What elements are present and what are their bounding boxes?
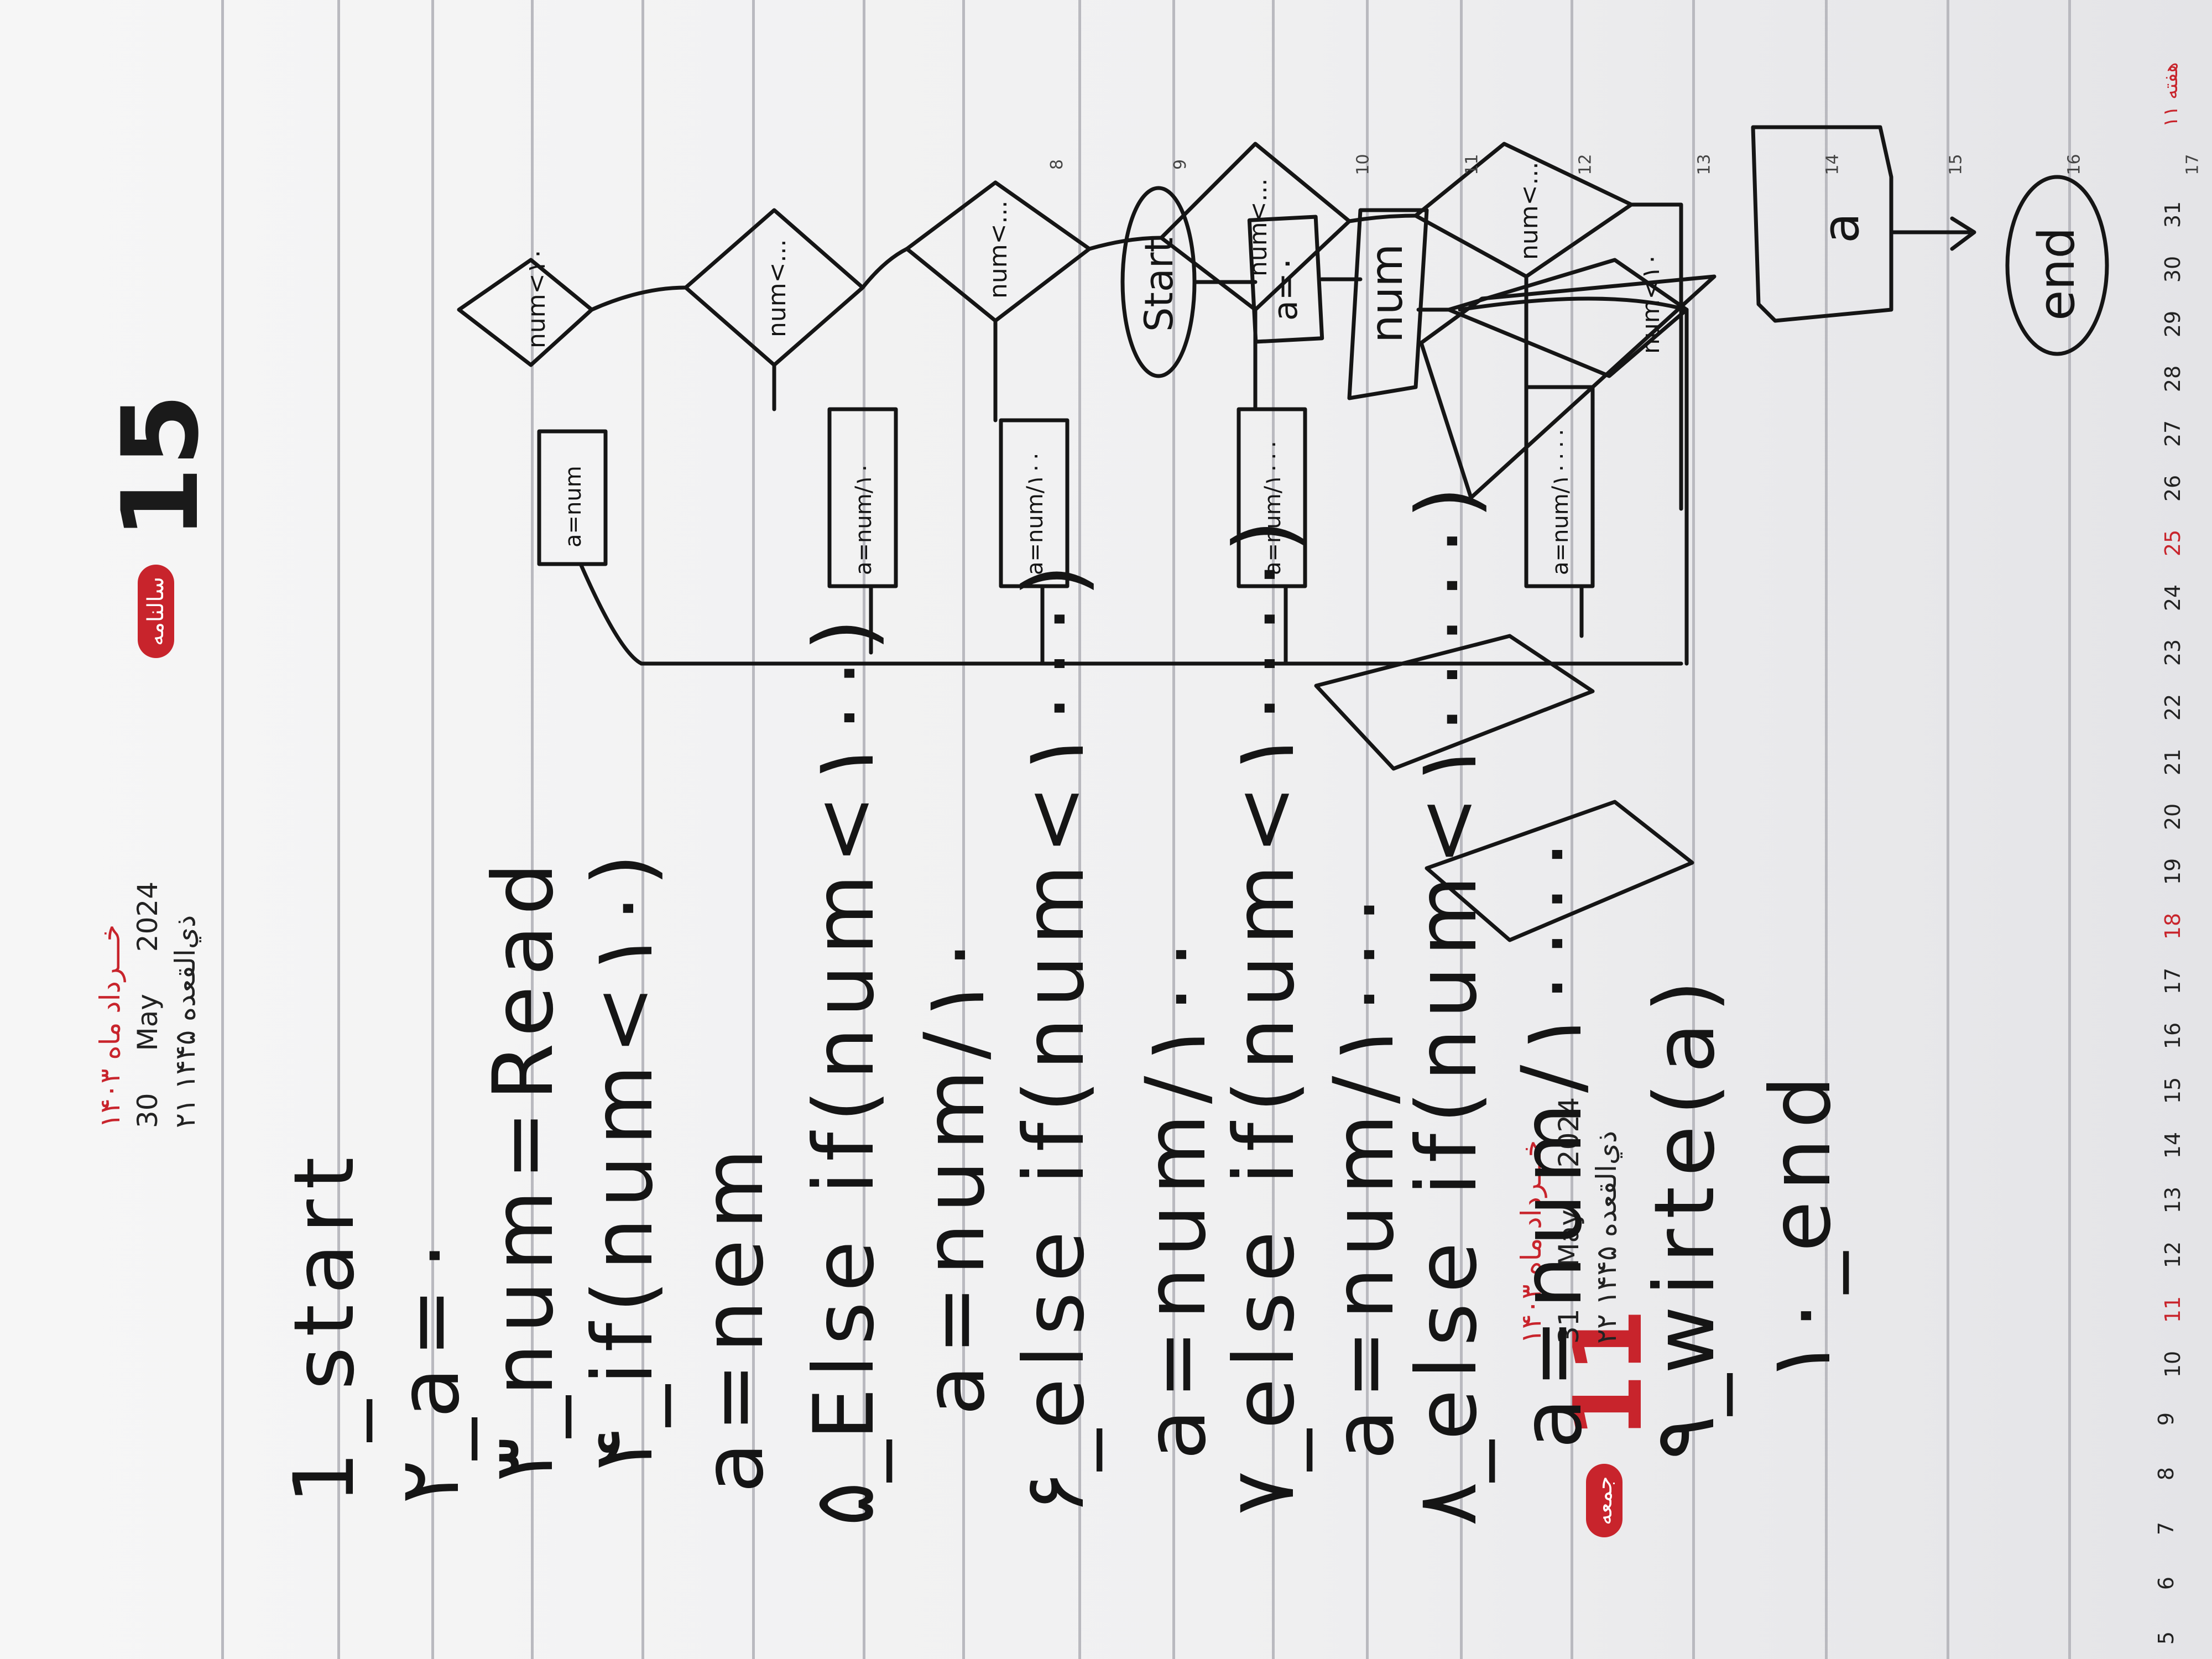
ruled-line [1692,0,1695,1659]
calendar-day: 5 [2154,1631,2179,1645]
action-4-label: a=num/۱۰۰۰ [1260,439,1286,575]
line-number: 9 [1171,159,1191,170]
ruled-line [1366,0,1369,1659]
decision-label-2: num<... [763,239,791,337]
calendar-day: 6 [2154,1576,2179,1590]
calendar-day: 22 [2161,693,2185,721]
ruled-line [337,0,340,1659]
ruled-line [1947,0,1949,1659]
decision-2b [1425,800,1694,942]
ruled-line [1460,0,1463,1659]
end-label: end [2028,227,2086,321]
calendar-day: 14 [2161,1131,2185,1159]
calendar-day: 18 [2161,912,2185,940]
ruled-line [221,0,224,1659]
calendar-day: 27 [2161,420,2185,447]
calendar-day: 24 [2161,584,2185,612]
line-number: 17 [2183,154,2203,175]
output-shape [1751,125,1893,323]
calendar-day: 28 [2161,365,2185,393]
action-box-3 [999,418,1070,588]
decision-label-3: num<... [984,201,1013,299]
line-number: 16 [2064,154,2084,175]
action-2-label: a=num/۱۰ [851,462,877,575]
decision-label-5: num<... [1515,162,1543,260]
calendar-day: 29 [2161,310,2185,338]
start-label: Start [1136,237,1182,332]
line-number: 14 [1823,154,1843,175]
calendar-day: 8 [2154,1467,2179,1481]
calendar-day: 11 [2161,1296,2185,1323]
ruled-line [1172,0,1175,1659]
calendar-day: 12 [2161,1241,2185,1269]
init-label: a=۰ [1266,255,1305,321]
output-label: a [1812,213,1870,243]
action-box-1 [537,429,608,566]
action-3-label: a=num/۱۰۰ [1022,450,1048,575]
calendar-day: 26 [2161,474,2185,502]
input-label: num [1361,244,1412,343]
calendar-day: 23 [2161,639,2185,666]
calendar-day: 15 [2161,1077,2185,1104]
calendar-day: 13 [2161,1186,2185,1214]
calendar-day: 31 [2161,201,2185,228]
ruled-line [962,0,965,1659]
line-number: 8 [1047,159,1067,170]
ruled-line [641,0,644,1659]
decision-2c [1314,634,1595,771]
calendar-day: 21 [2161,748,2185,776]
calendar-day: 17 [2161,967,2185,995]
action-box-5 [1524,385,1595,588]
input-shape [1347,208,1429,400]
decision-label-1: num<۱۰ [523,247,551,348]
calendar-day: 10 [2161,1350,2185,1378]
action-1-label: a=num [561,466,586,547]
decision-label-4: num<... [1244,179,1272,276]
ruled-line [1571,0,1573,1659]
action-5-label: a=num/۱۰۰۰۰ [1548,426,1573,575]
line-number: 12 [1575,154,1595,175]
calendar-day: 20 [2161,803,2185,831]
ruled-line [1825,0,1828,1659]
action-box-2 [827,407,898,588]
end-terminal [2005,175,2109,356]
line-number: 13 [1694,154,1714,175]
ruled-line [1272,0,1275,1659]
init-box [1247,215,1324,344]
week-label: هفته ۱۱ [2159,62,2182,127]
calendar-day: 19 [2161,858,2185,885]
action-box-4 [1237,407,1307,588]
ruled-line [1078,0,1081,1659]
calendar-day: 16 [2161,1022,2185,1050]
ruled-line [531,0,534,1659]
line-number: 15 [1946,154,1966,175]
line-number: 10 [1354,154,1374,175]
ruled-line [863,0,865,1659]
calendar-day: 7 [2154,1521,2179,1536]
calendar-day: 25 [2161,529,2185,557]
ruled-line [752,0,755,1659]
ruled-line [431,0,434,1659]
calendar-day: 9 [2154,1412,2179,1426]
calendar-day: 30 [2161,255,2185,283]
decision-2 [1419,274,1717,500]
ruled-line [2068,0,2071,1659]
line-number: 11 [1462,154,1482,175]
